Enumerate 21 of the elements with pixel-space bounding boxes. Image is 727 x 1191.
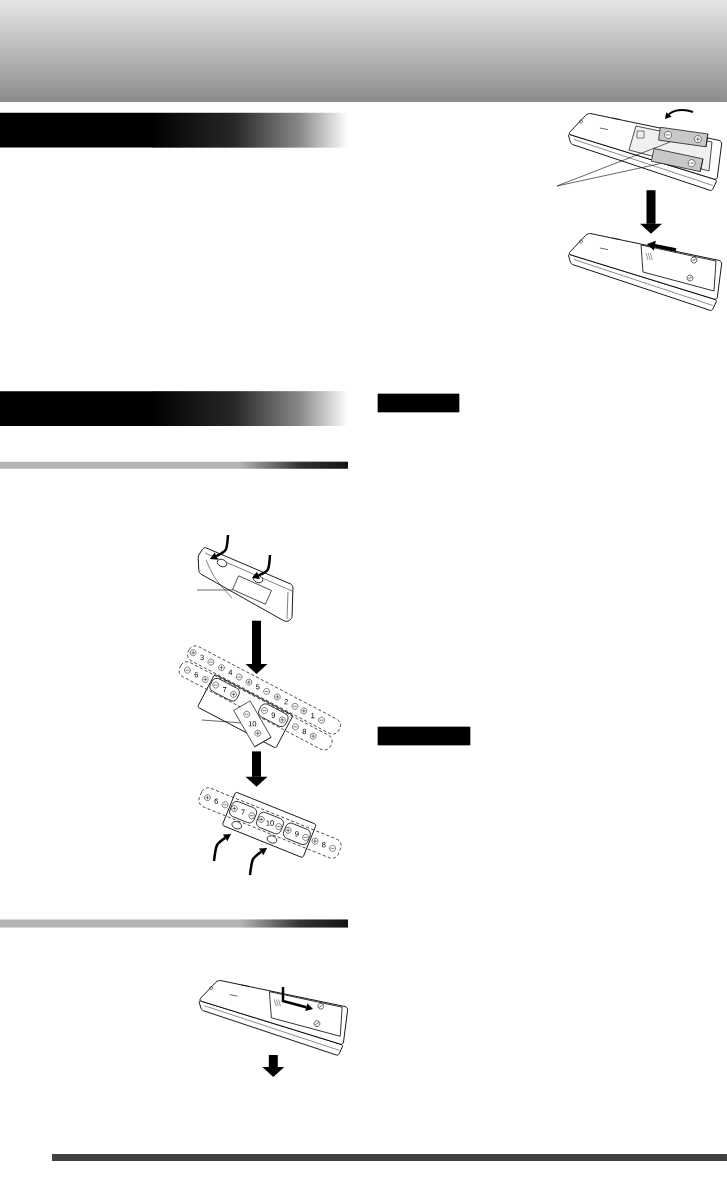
leader-line [556, 141, 671, 187]
block-arrow [262, 1055, 285, 1077]
block-arrow [640, 190, 662, 234]
leader-line [556, 163, 661, 187]
battery [651, 148, 704, 172]
subheading-bar [0, 461, 348, 469]
header-band [0, 0, 727, 102]
heading-bar [0, 112, 348, 148]
cover-panel [232, 575, 272, 605]
block-arrow [245, 751, 268, 787]
heading-bar [0, 391, 348, 426]
heading-tag [377, 393, 460, 413]
remote-picture [198, 980, 349, 1056]
remote-picture [568, 233, 723, 311]
battery [233, 700, 272, 748]
battery [658, 126, 709, 148]
subheading-bar [0, 919, 348, 928]
leader-line [201, 719, 241, 724]
block-arrow [245, 620, 268, 674]
leader-line [196, 589, 233, 591]
heading-tag [377, 726, 471, 746]
